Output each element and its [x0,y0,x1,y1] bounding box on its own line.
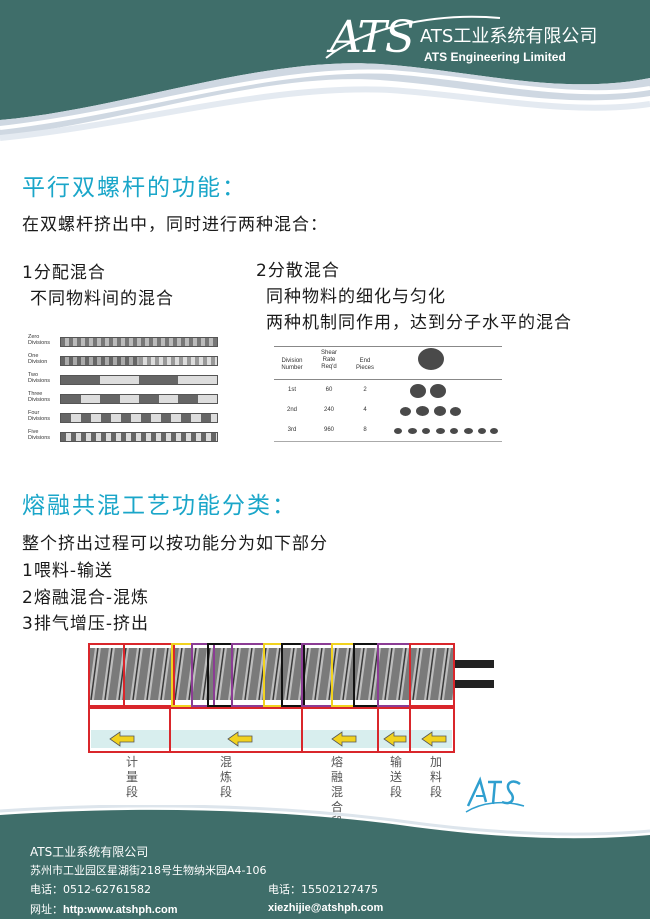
table-cell-shear: 60 [325,387,333,393]
segment-label-metering: 计量段 [125,755,138,799]
brand-name-cn: ATS工业系统有限公司 [420,26,598,47]
page-header: ATS ATS工业系统有限公司 ATS Engineering Limited [0,0,650,150]
footer-mobile: 电话：15502127475 [268,883,378,896]
dispersion-blob [416,406,429,416]
dispersion-blob [450,428,458,434]
division-bar [60,432,218,442]
dispersion-blob [410,384,426,398]
footer-website-row: 网址：http:www.atshph.com [30,901,177,917]
dispersion-blob [464,428,473,434]
division-row: Three Divisions [28,391,220,409]
segment-label-feeding: 加料段 [429,755,442,799]
ats-small-logo [465,776,525,813]
dispersion-blob [434,406,446,416]
footer-email-row: xiezhijie@atshph.com [268,901,383,914]
dispersion-blob [430,384,446,398]
dispersive-heading: 2分散混合 [256,261,340,281]
distributive-heading: 1分配混合 [22,263,106,283]
table-cell-pieces: 4 [363,407,367,413]
division-bar [60,394,218,404]
dispersion-blob [408,428,417,434]
table-cell-shear: 960 [323,427,334,433]
dispersive-desc-1: 同种物料的细化与匀化 [266,287,446,307]
division-bar [60,413,218,423]
table-cell-division: 2nd [286,407,297,413]
footer-email-link[interactable]: xiezhijie@atshph.com [268,902,384,914]
table-cell-pieces: 8 [363,427,367,433]
division-bar [60,337,218,347]
division-row-label: Two Divisions [28,372,51,384]
section2-item: 2熔融混合-混炼 [22,588,149,608]
footer-phone: 电话：0512-62761582 [30,883,151,896]
brand-name-en: ATS Engineering Limited [424,50,566,64]
distributive-desc: 不同物料间的混合 [30,289,174,309]
screw-graphic [88,643,494,753]
footer-address: 苏州市工业园区星湖街218号生物纳米园A4-106 [30,864,267,877]
footer-company: ATS工业系统有限公司 [30,845,149,859]
footer-website-link[interactable]: http:www.atshph.com [63,904,178,916]
division-row: Five Divisions [28,429,220,447]
division-row: One Division [28,353,220,371]
dispersion-blob [436,428,445,434]
table-header-pieces: End Pieces [355,358,374,371]
division-row: Four Divisions [28,410,220,428]
table-cell-shear: 240 [323,407,334,413]
table-header-division: Division Number [281,358,303,371]
dispersion-blob [394,428,402,434]
header-wave-graphic [0,0,650,150]
section1-intro: 在双螺杆挤出中，同时进行两种混合： [22,215,328,235]
division-row-label: Five Divisions [28,429,51,441]
table-cell-division: 1st [287,387,296,393]
dispersion-blob [400,407,411,416]
section2-item: 1喂料-输送 [22,561,113,581]
division-row: Two Divisions [28,372,220,390]
dispersion-blob [422,428,430,434]
division-row-label: Three Divisions [28,391,51,403]
division-bar [60,375,218,385]
dispersion-blob [450,407,461,416]
distributive-divisions-figure: Zero Divisions One Division Two Division… [28,334,220,444]
dispersive-desc-2: 两种机制同作用，达到分子水平的混合 [266,313,572,333]
table-header-shear: Shear Rate Req'd [320,350,337,370]
section2-intro: 整个挤出过程可以按功能分为如下部分 [22,534,328,554]
footer-wave-graphic [0,805,650,919]
ats-logo: ATS [330,12,415,63]
page-footer: ATS工业系统有限公司 苏州市工业园区星湖街218号生物纳米园A4-106 电话… [0,805,650,919]
dispersion-blob [478,428,486,434]
section1-title: 平行双螺杆的功能： [22,175,247,201]
twin-screw-diagram [88,640,498,760]
segment-label-conveying: 输送段 [389,755,402,799]
dispersive-table-figure: Division Number Shear Rate Req'd End Pie… [274,346,502,442]
division-row-label: One Division [28,353,48,365]
footer-website-label: 网址： [30,903,63,916]
division-row: Zero Divisions [28,334,220,352]
table-cell-division: 3rd [287,427,297,433]
section2-title: 熔融共混工艺功能分类： [22,493,297,519]
division-row-label: Zero Divisions [28,334,51,346]
dispersion-blob [418,348,444,370]
division-row-label: Four Divisions [28,410,51,422]
table-cell-pieces: 2 [363,387,367,393]
section2-item: 3排气增压-挤出 [22,614,149,634]
segment-label-kneading: 混炼段 [219,755,232,799]
division-bar [60,356,218,366]
dispersion-blob [490,428,498,434]
